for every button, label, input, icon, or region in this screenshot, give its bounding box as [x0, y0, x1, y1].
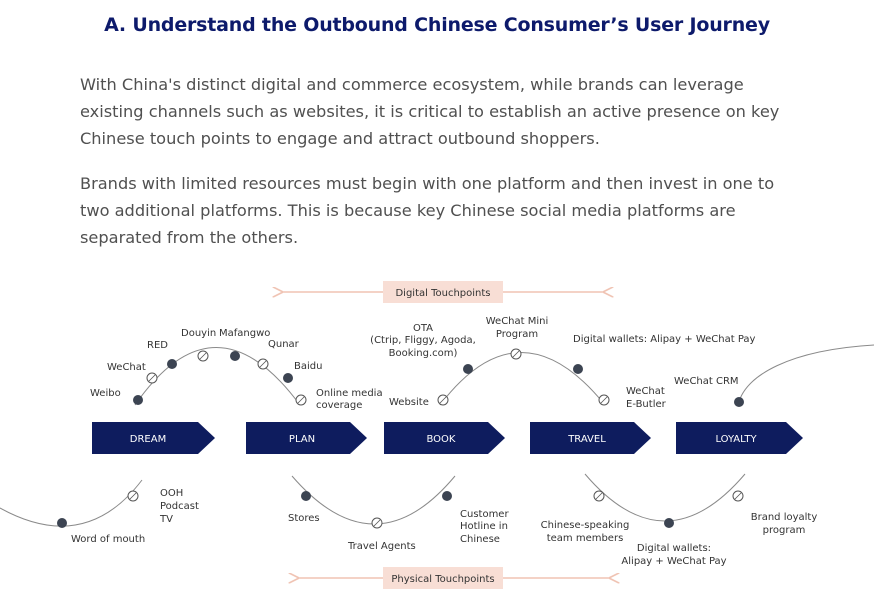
label-podcast: Podcast	[160, 501, 199, 512]
label-weibo: Weibo	[90, 388, 121, 399]
loyalty-digital-curve	[737, 344, 874, 406]
label-wechat-mini-2: Program	[496, 329, 538, 340]
node-word-of-mouth	[57, 518, 67, 528]
stage-book	[384, 422, 505, 454]
label-ota-1: OTA	[413, 323, 433, 334]
node-weibo	[133, 395, 143, 405]
node-baidu	[283, 373, 293, 383]
stage-dream	[92, 422, 215, 454]
label-word-of-mouth: Word of mouth	[71, 534, 145, 545]
label-website: Website	[389, 397, 429, 408]
label-digital-wallets: Digital wallets: Alipay + WeChat Pay	[573, 334, 756, 345]
label-ooh: OOH	[160, 488, 183, 499]
label-chinese-speaking-2: team members	[547, 533, 624, 544]
label-chinese-speaking-1: Chinese-speaking	[541, 520, 630, 531]
label-baidu: Baidu	[294, 361, 322, 372]
label-online-media-1: Online media	[316, 388, 383, 399]
page-title: A. Understand the Outbound Chinese Consu…	[104, 14, 770, 36]
dream-physical-curve	[0, 479, 143, 527]
node-digital-wallets-physical	[664, 518, 674, 528]
label-ota-3: Booking.com)	[389, 348, 458, 359]
label-wechat-ebutler-2: E-Butler	[626, 399, 667, 410]
stage-loyalty-label: LOYALTY	[715, 434, 757, 445]
stage-plan	[246, 422, 367, 454]
label-ota-2: (Ctrip, Fliggy, Agoda,	[370, 335, 476, 346]
label-brand-loyalty-2: program	[763, 525, 806, 536]
label-wechat: WeChat	[107, 362, 146, 373]
label-stores: Stores	[288, 513, 320, 524]
node-digital-wallets	[573, 364, 583, 374]
stage-dream-label: DREAM	[130, 434, 166, 445]
physical-touchpoints-header: Physical Touchpoints	[298, 567, 610, 589]
node-wechat-crm	[734, 397, 744, 407]
dream-plan-digital-curve	[134, 347, 301, 406]
stage-arrows: DREAM PLAN BOOK TRAVEL LOYALTY	[92, 422, 803, 454]
label-red: RED	[147, 340, 168, 351]
digital-touchpoints-box	[383, 281, 503, 303]
label-wechat-crm: WeChat CRM	[674, 376, 739, 387]
stage-travel	[530, 422, 651, 454]
node-mafangwo	[230, 351, 240, 361]
label-digital-wallets-physical-2: Alipay + WeChat Pay	[621, 556, 726, 567]
label-wechat-mini-1: WeChat Mini	[486, 316, 549, 327]
intro-paragraph: With China's distinct digital and commer…	[80, 75, 780, 148]
node-customer-hotline	[442, 491, 452, 501]
label-mafangwo: Mafangwo	[219, 328, 270, 339]
stage-plan-label: PLAN	[289, 434, 315, 445]
node-red	[167, 359, 177, 369]
label-online-media-2: coverage	[316, 400, 362, 411]
stage-travel-label: TRAVEL	[567, 434, 606, 445]
label-travel-agents: Travel Agents	[347, 541, 416, 552]
label-douyin: Douyin	[181, 328, 216, 339]
physical-touchpoints-box	[383, 567, 503, 589]
label-tv: TV	[159, 514, 173, 525]
label-customer-hotline-1: Customer	[460, 509, 509, 520]
digital-touchpoints-header: Digital Touchpoints	[282, 281, 604, 303]
label-brand-loyalty-1: Brand loyalty	[751, 512, 818, 523]
label-qunar: Qunar	[268, 339, 300, 350]
travel-loyalty-physical-curve	[584, 473, 746, 522]
physical-touchpoints-label: Physical Touchpoints	[391, 574, 494, 585]
node-ota	[463, 364, 473, 374]
digital-labels: Weibo WeChat RED Douyin Mafangwo Qunar B…	[90, 316, 756, 411]
label-wechat-ebutler-1: WeChat	[626, 386, 665, 397]
book-digital-curve	[439, 352, 606, 406]
physical-labels: Word of mouth OOH Podcast TV Stores Trav…	[71, 488, 817, 567]
node-stores	[301, 491, 311, 501]
label-digital-wallets-physical-1: Digital wallets:	[637, 543, 711, 554]
label-customer-hotline-3: Chinese	[460, 534, 500, 545]
digital-nodes	[133, 348, 744, 407]
stage-book-label: BOOK	[427, 434, 456, 445]
resources-paragraph: Brands with limited resources must begin…	[80, 174, 775, 247]
physical-nodes	[57, 490, 744, 529]
stage-loyalty	[676, 422, 803, 454]
label-customer-hotline-2: Hotline in	[460, 521, 508, 532]
digital-touchpoints-label: Digital Touchpoints	[395, 288, 490, 299]
